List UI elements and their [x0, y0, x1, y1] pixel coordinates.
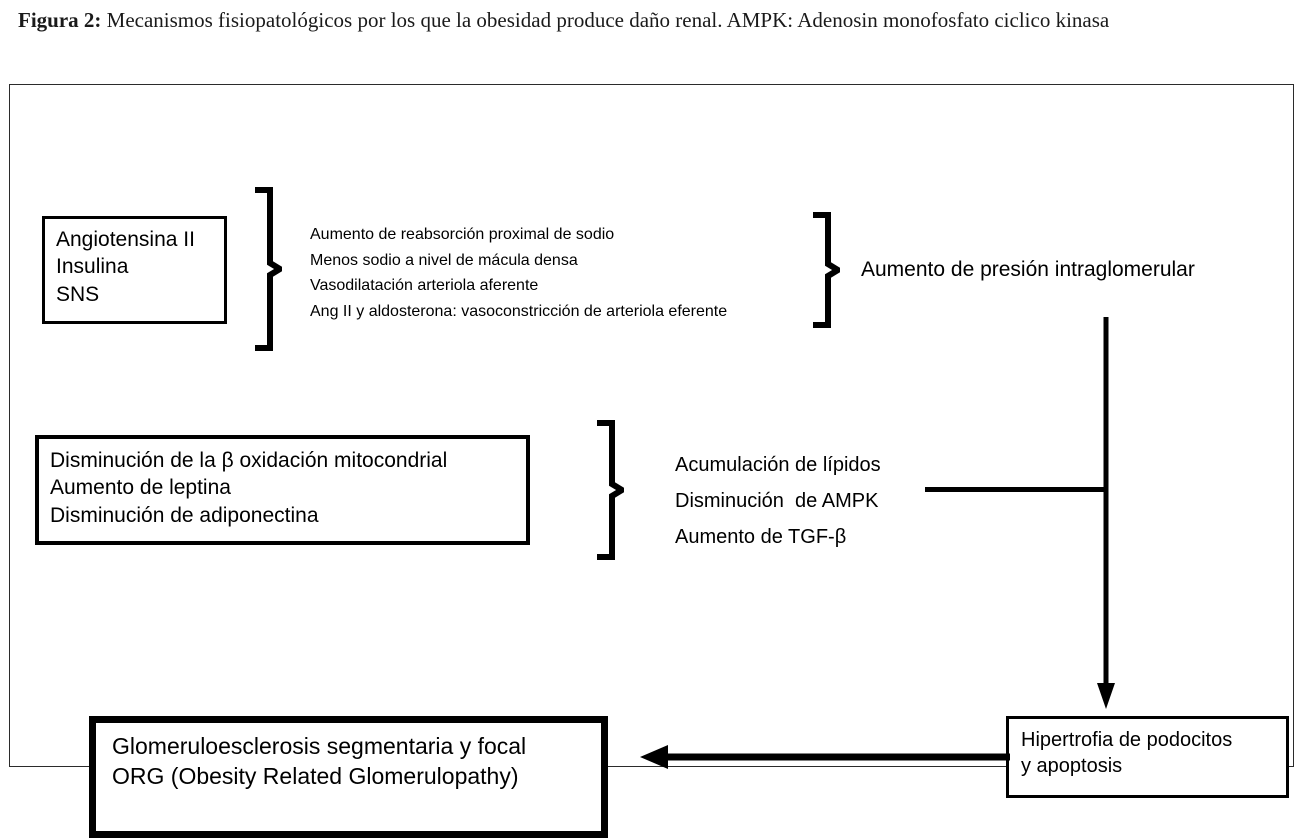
- arrow-down-to-podocyte: [1090, 317, 1122, 709]
- connector-ampk-to-vertical-arrow: [925, 487, 1106, 492]
- text-hemodynamic-mechanisms: Aumento de reabsorción proximal de sodio…: [310, 226, 728, 320]
- brace-hemodynamic-to-pressure: [808, 209, 840, 331]
- text-lipid-consequences: Acumulación de lípidos Disminución de AM…: [675, 454, 881, 548]
- box-lipid-alterations: Disminución de la β oxidación mitocondri…: [35, 435, 530, 545]
- box-angiotensina-insulina-sns: Angiotensina II Insulina SNS: [42, 216, 227, 324]
- box-glomeruloesclerosis-org: Glomeruloesclerosis segmentaria y focal …: [89, 716, 608, 838]
- brace-stimuli-to-hemodynamic: [250, 183, 282, 355]
- figure-caption-label: Figura 2:: [18, 8, 102, 32]
- figure-caption-text: Mecanismos fisiopatológicos por los que …: [101, 8, 1110, 32]
- figure-frame: Angiotensina II Insulina SNS Aumento de …: [9, 84, 1294, 838]
- text-aumento-presion-intraglomerular: Aumento de presión intraglomerular: [861, 258, 1195, 281]
- figure-caption: Figura 2: Mecanismos fisiopatológicos po…: [18, 6, 1280, 35]
- box-hipertrofia-podocitos: Hipertrofia de podocitos y apoptosis: [1006, 716, 1289, 798]
- brace-lipid-to-consequences: [592, 417, 624, 563]
- arrow-left-to-outcome: [640, 740, 1010, 774]
